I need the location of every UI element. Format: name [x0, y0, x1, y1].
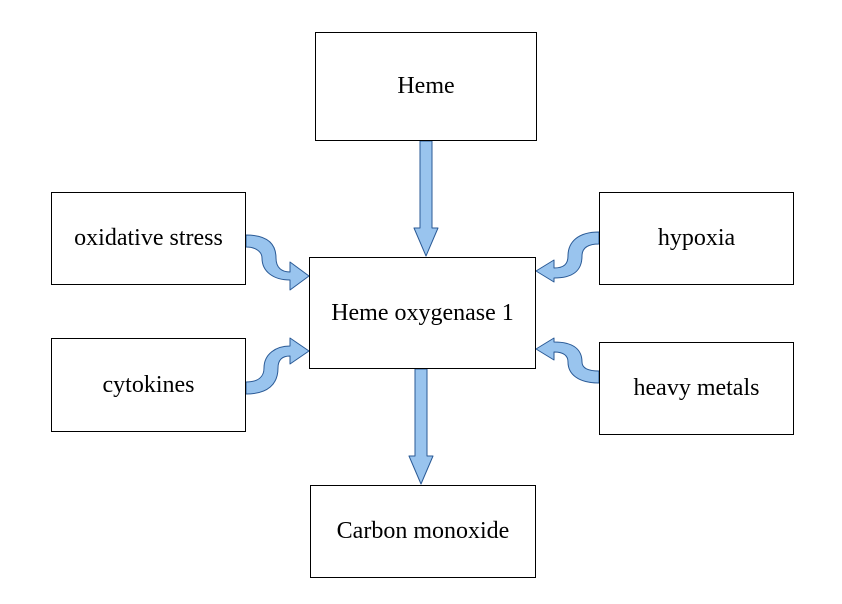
arrow-heavy-metals-to-ho1 — [535, 337, 600, 384]
arrow-cytokines-to-ho1 — [245, 337, 310, 395]
node-oxidative-stress-label: oxidative stress — [74, 225, 223, 251]
node-oxidative-stress: oxidative stress — [51, 192, 246, 285]
node-heme: Heme — [315, 32, 537, 141]
node-carbon-monoxide-label: Carbon monoxide — [336, 518, 510, 544]
node-carbon-monoxide: Carbon monoxide — [310, 485, 536, 578]
node-heme-label: Heme — [397, 73, 455, 99]
arrow-ho1-to-co — [408, 368, 434, 485]
node-heavy-metals-label: heavy metals — [633, 375, 760, 401]
node-heme-oxygenase-1: Heme oxygenase 1 — [309, 257, 536, 369]
node-heavy-metals: heavy metals — [599, 342, 794, 435]
node-hypoxia: hypoxia — [599, 192, 794, 285]
arrow-hypoxia-to-ho1 — [535, 231, 600, 283]
arrow-oxidative-stress-to-ho1 — [245, 234, 310, 291]
node-heme-oxygenase-1-label: Heme oxygenase 1 — [331, 299, 514, 326]
node-cytokines-label: cytokines — [102, 371, 195, 398]
node-hypoxia-label: hypoxia — [657, 225, 736, 251]
node-cytokines: cytokines — [51, 338, 246, 432]
arrow-heme-to-ho1 — [413, 140, 439, 257]
